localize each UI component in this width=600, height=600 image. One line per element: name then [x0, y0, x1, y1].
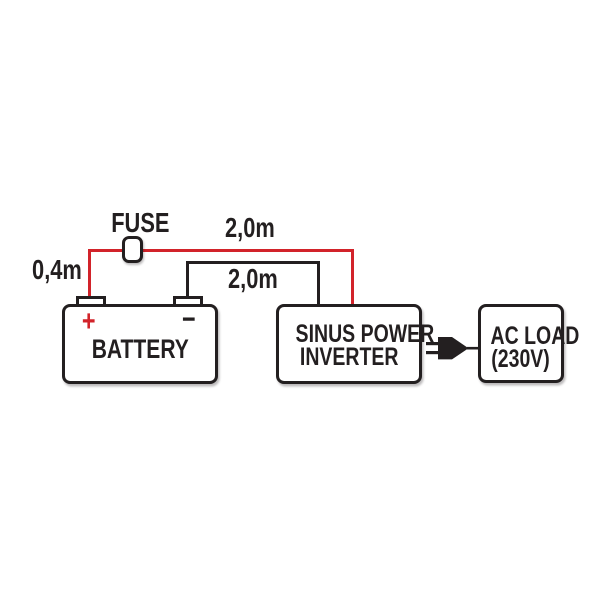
fuse-label-text: FUSE: [111, 207, 170, 238]
ac-load-label-line2: (230V): [491, 345, 551, 373]
battery-terminal-positive: [76, 296, 106, 307]
negative-wire-vertical-battery: [186, 261, 189, 299]
positive-wire-vertical-battery: [88, 249, 91, 299]
plug-prong-top: [426, 342, 440, 346]
battery-minus-sign: −: [182, 303, 196, 336]
battery-box: [62, 304, 218, 384]
inverter-label-line1: SINUS POWER: [295, 320, 435, 348]
plug-prong-bottom: [426, 351, 440, 355]
plug-icon: [426, 337, 482, 360]
negative-wire-horizontal: [186, 261, 320, 264]
battery-plus-sign: +: [82, 305, 96, 338]
ac-load-box: [478, 304, 564, 383]
battery-terminal-negative: [173, 296, 203, 307]
plug-body: [438, 337, 467, 360]
inverter-label-line2: INVERTER: [299, 343, 399, 371]
battery-label: BATTERY: [91, 334, 189, 364]
positive-short-wire-length-label: 0,4m: [32, 254, 82, 285]
inverter-box: [276, 304, 422, 384]
positive-long-wire-length-label: 2,0m: [225, 212, 275, 243]
negative-wire-length-label: 2,0m: [228, 263, 278, 294]
negative-wire-vertical-inverter: [317, 261, 320, 306]
positive-wire-vertical-inverter: [351, 249, 354, 306]
fuse: [122, 236, 143, 263]
ac-load-label-line1: AC LOAD: [490, 322, 580, 350]
positive-wire-horizontal: [88, 249, 354, 252]
fuse-label: FUSE: [103, 209, 169, 237]
